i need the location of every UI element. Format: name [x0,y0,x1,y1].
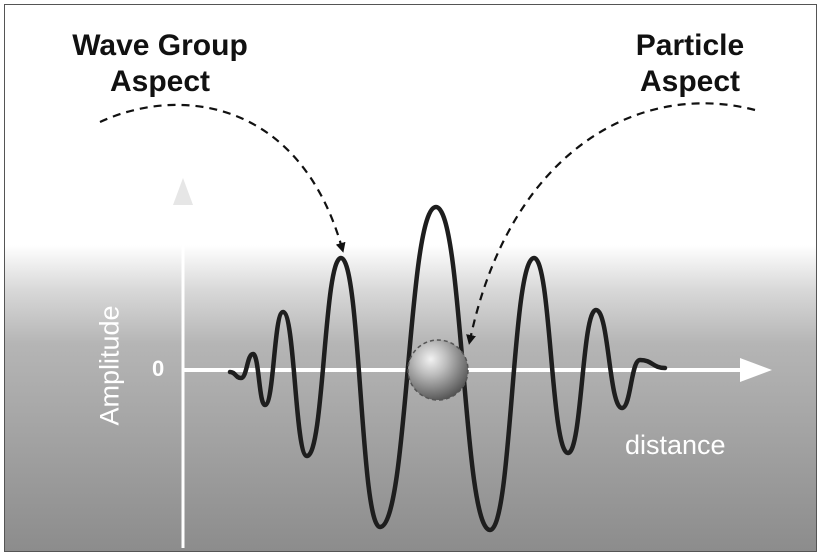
wave-group-dashed-arrow [99,103,346,253]
background [4,4,817,552]
particle-label-line2: Aspect [639,65,741,98]
wave-group-label-line1: Wave Group [72,29,248,62]
y-axis-arrowhead [173,178,193,205]
particle-label-line1: Particle [635,29,745,62]
x-axis-label: distance [625,430,726,460]
origin-label: 0 [152,356,165,381]
figure-frame [4,4,817,552]
particle-aspect-label: Particle Aspect [600,28,780,100]
x-axis-arrowhead [740,358,772,382]
wave-group-aspect-label: Wave Group Aspect [40,28,280,100]
particle-sphere [407,339,469,401]
wave-group-label-line2: Aspect [109,65,211,98]
particle-dashed-arrow [466,102,756,345]
wave-packet [227,204,668,533]
